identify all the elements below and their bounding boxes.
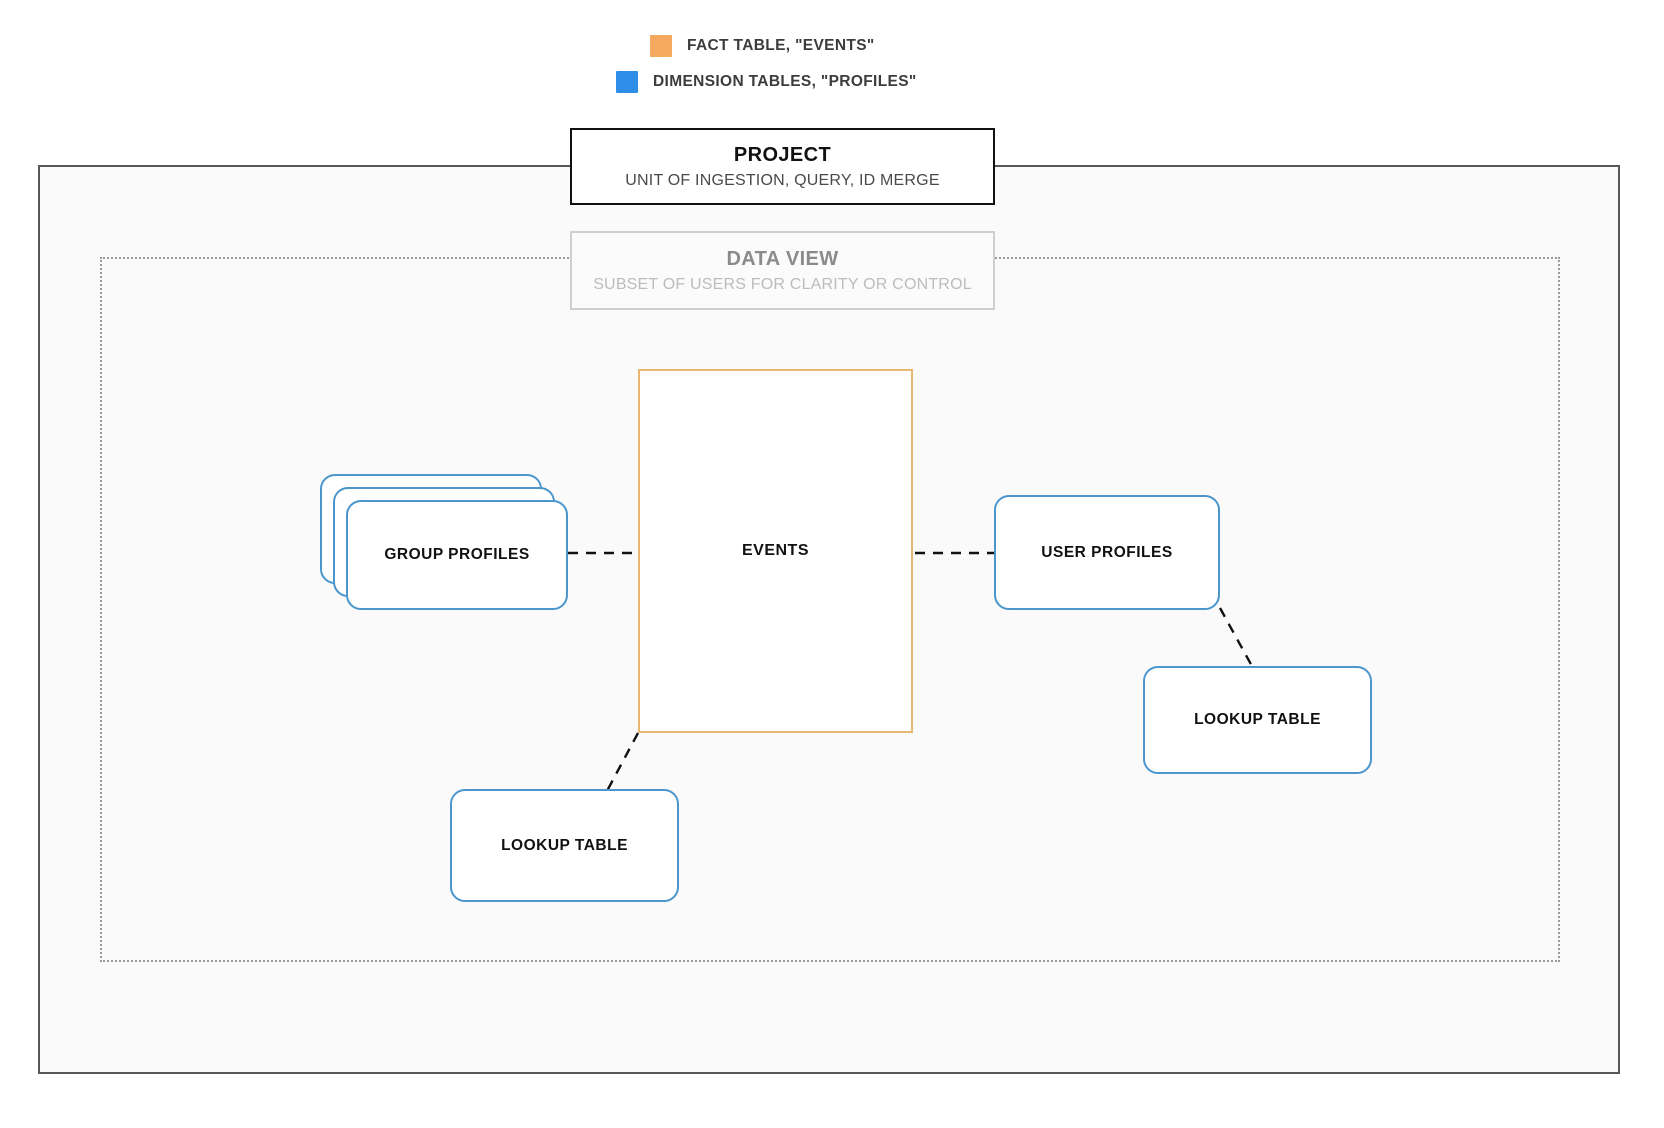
square-swatch-icon [650, 35, 672, 57]
project-subtitle: UNIT OF INGESTION, QUERY, ID MERGE [625, 172, 940, 189]
project-card: PROJECT UNIT OF INGESTION, QUERY, ID MER… [570, 128, 995, 205]
dimension-table-lookup-table-right: LOOKUP TABLE [1143, 666, 1372, 774]
data-view-subtitle: SUBSET OF USERS FOR CLARITY OR CONTROL [593, 276, 972, 293]
legend-item-label: DIMENSION TABLES, "PROFILES" [653, 73, 917, 90]
square-swatch-icon [616, 71, 638, 93]
fact-table-events: EVENTS [638, 369, 913, 733]
dimension-table-lookup-table-left: LOOKUP TABLE [450, 789, 679, 902]
data-view-title: DATA VIEW [726, 248, 839, 270]
lookup-table-left-label: LOOKUP TABLE [501, 836, 628, 854]
group-profiles-stack-layer-front: GROUP PROFILES [346, 500, 568, 610]
dimension-table-group-profiles: GROUP PROFILES [320, 474, 570, 610]
lookup-table-right-label: LOOKUP TABLE [1194, 711, 1321, 728]
legend-item-label: FACT TABLE, "EVENTS" [687, 37, 875, 54]
project-title: PROJECT [733, 144, 832, 166]
data-view-card: DATA VIEW SUBSET OF USERS FOR CLARITY OR… [570, 231, 995, 310]
dimension-table-user-profiles: USER PROFILES [994, 495, 1220, 610]
legend: FACT TABLE, "EVENTS" DIMENSION TABLES, "… [0, 28, 1664, 100]
legend-item-dimension-tables: DIMENSION TABLES, "PROFILES" [0, 64, 1664, 100]
fact-table-events-label: EVENTS [741, 542, 809, 559]
legend-item-fact-table: FACT TABLE, "EVENTS" [0, 28, 1664, 64]
group-profiles-label: GROUP PROFILES [384, 546, 530, 563]
user-profiles-label: USER PROFILES [1041, 543, 1173, 561]
